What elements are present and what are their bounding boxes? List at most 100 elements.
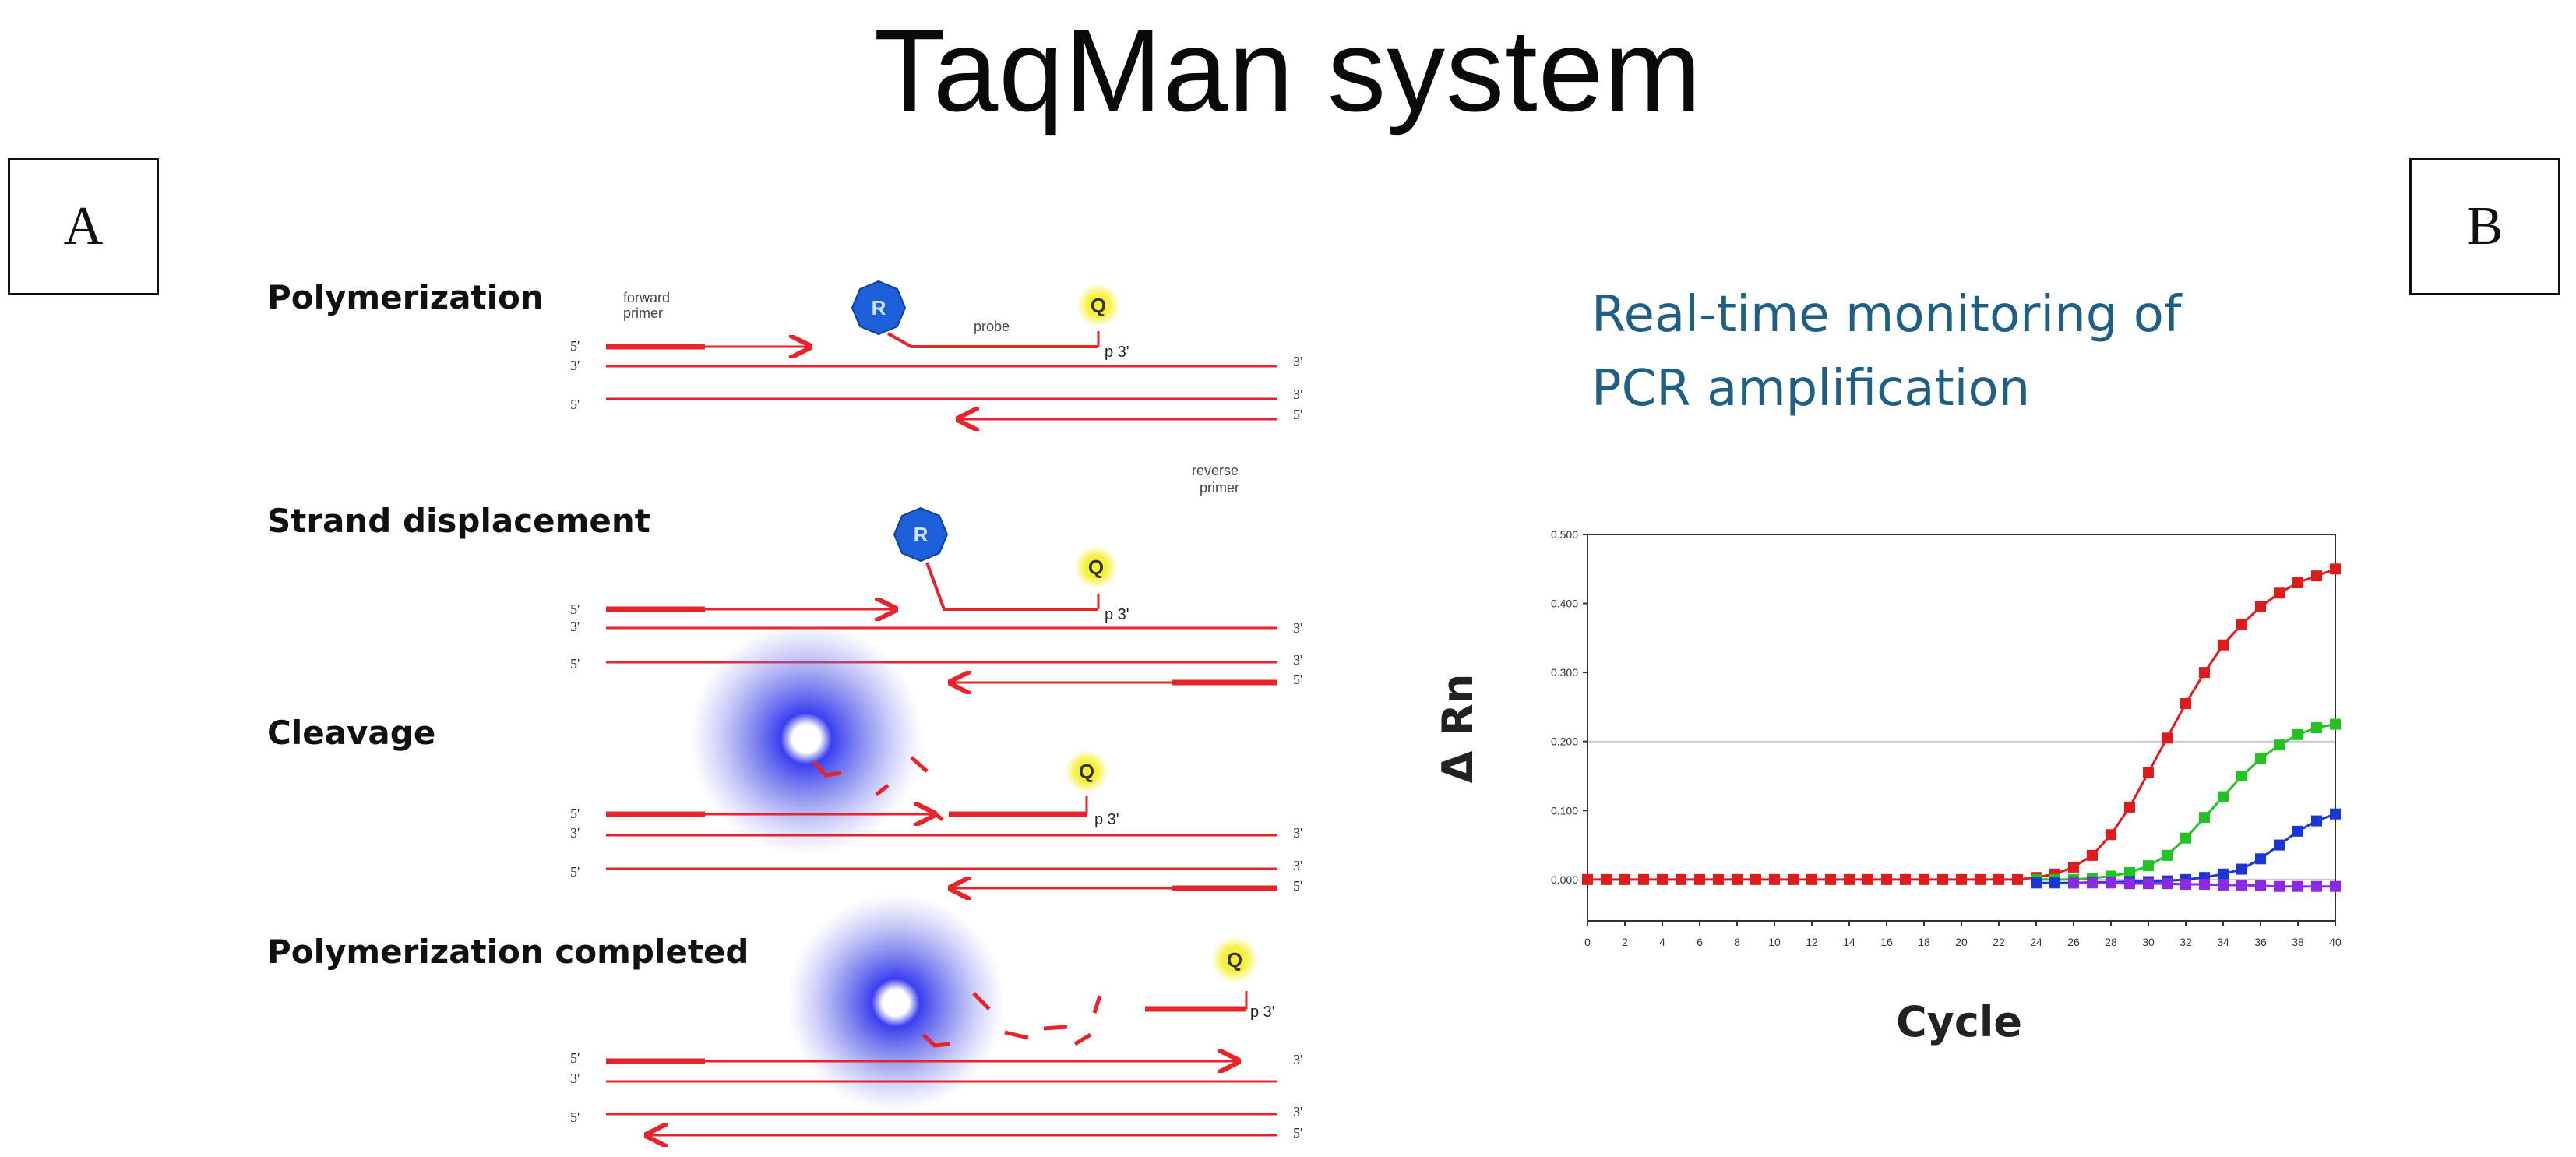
x-tick-label: 10 bbox=[1768, 936, 1781, 948]
x-tick-label: 40 bbox=[2329, 936, 2342, 948]
data-point bbox=[2162, 732, 2173, 744]
strand-end-3: 3' bbox=[1293, 652, 1302, 668]
data-point bbox=[1975, 873, 1986, 885]
data-point bbox=[1881, 873, 1892, 885]
strand-end-5: 5' bbox=[1293, 878, 1302, 894]
step-title-cleavage: Cleavage bbox=[267, 714, 435, 752]
data-point bbox=[2330, 563, 2341, 575]
data-point bbox=[2274, 587, 2285, 599]
data-point bbox=[2330, 880, 2341, 892]
data-point bbox=[2274, 839, 2285, 851]
data-point bbox=[2199, 879, 2210, 891]
quencher-label: Q bbox=[1079, 760, 1094, 783]
panel-a-label: A bbox=[8, 158, 159, 295]
x-tick-label: 12 bbox=[1806, 936, 1818, 948]
quencher-label: Q bbox=[1088, 556, 1104, 579]
panel-b-amplification-chart: Real-time monitoring of PCR amplificatio… bbox=[1433, 286, 2342, 1046]
probe-3-end: p 3' bbox=[1094, 811, 1119, 828]
x-tick-label: 4 bbox=[1659, 936, 1665, 948]
data-point bbox=[1713, 873, 1724, 885]
y-tick-label: 0.500 bbox=[1551, 528, 1578, 541]
data-point bbox=[2012, 873, 2023, 885]
page-title: TaqMan system bbox=[873, 5, 1703, 136]
data-point bbox=[2255, 880, 2266, 891]
probe-3-end: p 3' bbox=[1250, 1004, 1275, 1021]
data-point bbox=[2087, 849, 2098, 861]
data-point bbox=[1638, 873, 1649, 885]
data-point bbox=[2311, 815, 2322, 827]
data-point bbox=[2068, 877, 2079, 889]
probe bbox=[887, 332, 1098, 348]
series-0 bbox=[1582, 563, 2341, 885]
strand-end-5: 5' bbox=[570, 656, 580, 672]
data-point bbox=[2236, 863, 2247, 875]
x-tick-label: 30 bbox=[2142, 936, 2155, 948]
data-point bbox=[2180, 879, 2191, 891]
data-point bbox=[2124, 878, 2135, 890]
data-point bbox=[2292, 577, 2303, 588]
strand-end-3: 3' bbox=[1293, 825, 1302, 841]
x-tick-label: 2 bbox=[1622, 936, 1628, 948]
series-3 bbox=[2068, 877, 2341, 892]
strand-end-5: 5' bbox=[570, 397, 580, 412]
data-point bbox=[2236, 619, 2247, 630]
strand-end-3: 3' bbox=[1293, 1104, 1302, 1120]
series-line bbox=[2036, 813, 2336, 884]
step-polymerization-completed: Q p 3' 5' 3' 5' 3' 3' 5' bbox=[570, 894, 1302, 1141]
data-point bbox=[1676, 873, 1686, 885]
strand-end-3: 3' bbox=[570, 825, 580, 841]
chart-title-line1: Real-time monitoring of bbox=[1591, 286, 2183, 344]
probe bbox=[925, 562, 1098, 611]
quencher-dye bbox=[1076, 547, 1116, 587]
data-point bbox=[2143, 767, 2154, 778]
strand-end-3: 3' bbox=[1293, 858, 1302, 873]
strand-end-3: 3' bbox=[570, 619, 580, 634]
quencher-dye bbox=[1213, 938, 1256, 982]
data-point bbox=[1601, 873, 1612, 885]
data-point bbox=[2292, 825, 2303, 837]
data-point bbox=[1582, 873, 1593, 885]
strand-end-5: 5' bbox=[1293, 1125, 1302, 1141]
data-point bbox=[1750, 873, 1761, 885]
step-title-polymerization: Polymerization bbox=[267, 278, 544, 316]
strand-end-5: 5' bbox=[570, 806, 580, 821]
data-point bbox=[2143, 878, 2154, 890]
strand-end-5: 5' bbox=[570, 864, 580, 880]
chart-title-line2: PCR amplification bbox=[1591, 360, 2030, 418]
quencher-dye bbox=[1078, 285, 1119, 326]
data-point bbox=[2218, 868, 2229, 880]
x-tick-label: 36 bbox=[2254, 936, 2267, 948]
data-point bbox=[2236, 771, 2247, 781]
plot-frame bbox=[1587, 534, 2336, 922]
x-tick-label: 14 bbox=[1843, 936, 1855, 948]
data-point bbox=[1788, 873, 1799, 885]
label-forward: forward bbox=[623, 290, 670, 305]
x-tick-label: 0 bbox=[1584, 936, 1591, 948]
data-point bbox=[2255, 853, 2266, 865]
x-axis-label: Cycle bbox=[1896, 997, 2022, 1046]
x-tick-label: 8 bbox=[1734, 936, 1740, 948]
data-point bbox=[2274, 739, 2285, 751]
x-tick-label: 22 bbox=[1993, 936, 2005, 948]
data-point bbox=[2124, 867, 2135, 878]
data-point bbox=[2218, 791, 2229, 802]
x-tick-label: 16 bbox=[1880, 936, 1893, 948]
fluorescence-glow bbox=[689, 622, 923, 855]
y-tick-label: 0.100 bbox=[1551, 804, 1578, 817]
x-tick-label: 34 bbox=[2217, 936, 2229, 948]
x-tick-label: 24 bbox=[2030, 936, 2042, 948]
data-point bbox=[1844, 873, 1855, 885]
panel-b-label: B bbox=[2409, 158, 2560, 295]
strand-end-5: 5' bbox=[1293, 672, 1302, 687]
data-point bbox=[2199, 667, 2210, 679]
label-probe: probe bbox=[974, 319, 1010, 334]
data-point bbox=[1956, 873, 1967, 885]
data-point bbox=[2049, 877, 2060, 889]
reporter-dye bbox=[893, 506, 949, 563]
data-point bbox=[2068, 861, 2079, 873]
strand-end-3: 3' bbox=[1293, 620, 1302, 636]
label-primer: primer bbox=[1200, 480, 1239, 496]
strand-end-5: 5' bbox=[570, 338, 580, 354]
strand-end-5: 5' bbox=[1293, 407, 1302, 422]
